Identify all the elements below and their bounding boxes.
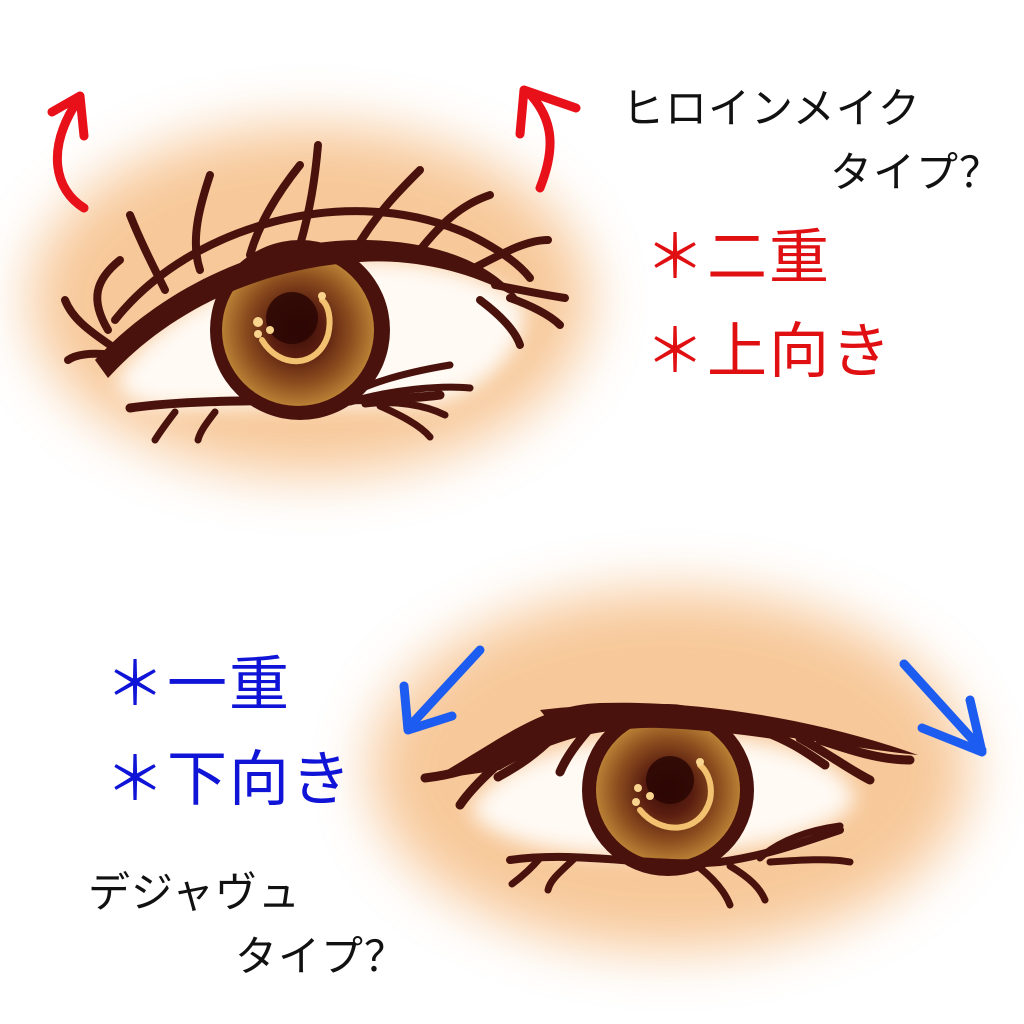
top-pupil — [266, 292, 318, 344]
bullet-asterisk: ＊ — [105, 745, 167, 815]
arrow-down-left-icon — [399, 645, 485, 735]
top-upper-lashes — [61, 141, 569, 364]
heroine-title-line1: ヒロインメイク — [622, 84, 921, 133]
top-catchlight — [254, 330, 262, 338]
bottom-upper-lid-fill — [540, 705, 800, 740]
bottom-lower-lashes — [508, 822, 854, 909]
feature-text: 上向き — [707, 317, 893, 387]
top-eye — [30, 125, 590, 475]
feature-text: 下向き — [167, 745, 353, 815]
bottom-catchlight — [632, 798, 640, 806]
bullet-asterisk: ＊ — [105, 650, 167, 720]
bottom-iris-highlight — [637, 762, 714, 831]
bottom-pupil — [646, 756, 694, 804]
top-iris-highlight — [259, 297, 333, 365]
dejavu-title-line1: デジャヴュ — [88, 868, 301, 917]
heroine-feature-upturned: ＊上向き — [645, 322, 893, 382]
top-upper-lid — [95, 240, 520, 378]
top-catchlight — [318, 292, 326, 300]
arrow-up-right-curved-icon — [515, 85, 581, 193]
bottom-catchlight — [696, 758, 704, 766]
heroine-title-line2: タイプ？ — [830, 148, 1003, 197]
dejavu-title-line2: タイプ？ — [235, 932, 408, 981]
heroine-feature-double-eyelid: ＊二重 — [645, 228, 831, 288]
feature-text: 二重 — [707, 223, 831, 293]
top-catchlight — [266, 326, 274, 334]
feature-text: 一重 — [167, 650, 291, 720]
bottom-eye — [370, 590, 970, 950]
bullet-asterisk: ＊ — [645, 317, 707, 387]
bottom-catchlight — [634, 784, 642, 792]
bottom-catchlight — [646, 792, 654, 800]
bottom-lower-lashline — [506, 826, 844, 868]
bottom-upper-lashes — [420, 723, 915, 810]
arrow-down-right-icon — [899, 659, 987, 757]
top-catchlight — [253, 317, 263, 327]
bullet-asterisk: ＊ — [645, 223, 707, 293]
arrow-up-left-curved-icon — [47, 91, 89, 213]
dejavu-feature-single-eyelid: ＊一重 — [105, 655, 291, 715]
dejavu-feature-downturned: ＊下向き — [105, 750, 353, 810]
